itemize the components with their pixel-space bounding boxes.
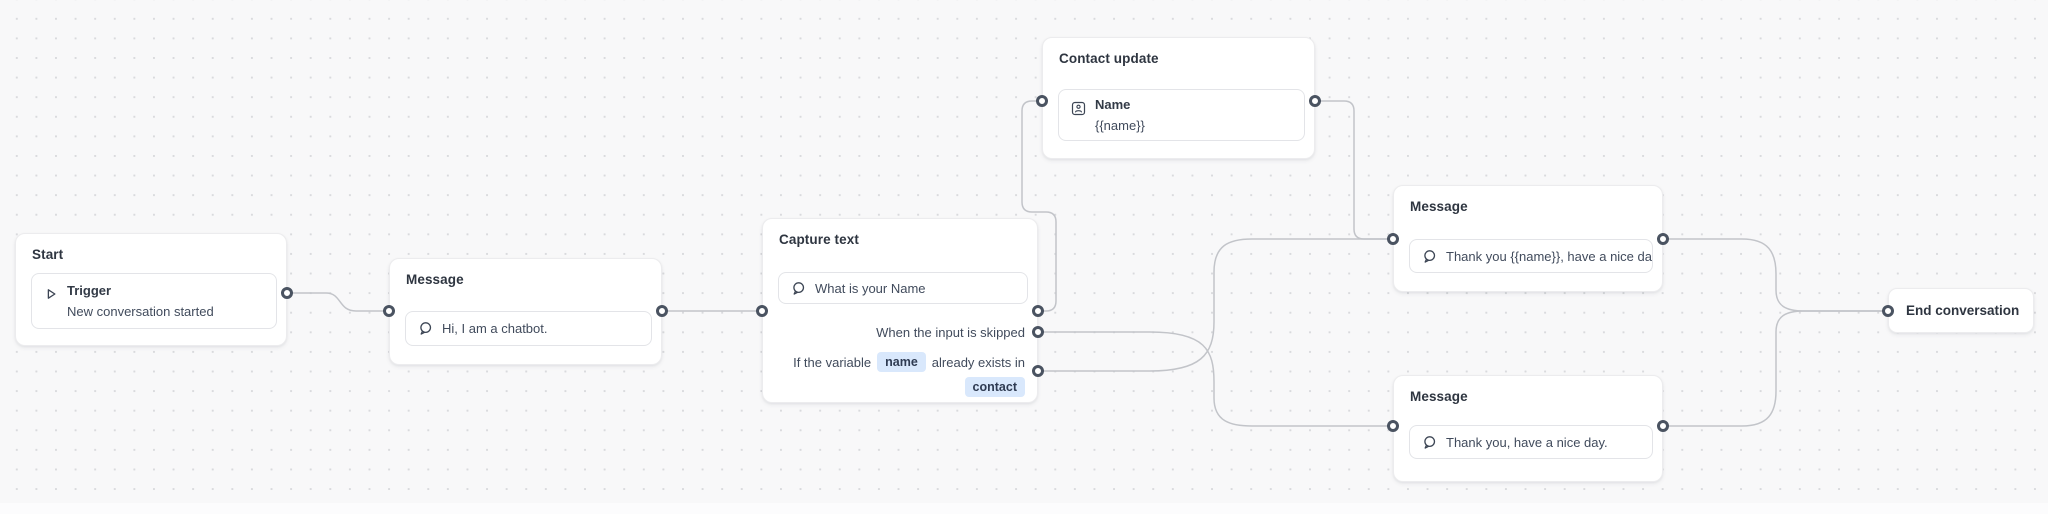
canvas-bottom-edge [0,503,2048,514]
node-start[interactable]: Start Trigger New conversation started [15,233,287,346]
edge-exists-to-message-top [1037,238,1394,372]
chat-bubble-icon [1422,435,1437,450]
contact-card-icon [1071,101,1086,116]
port-capture-input[interactable] [756,305,768,317]
edge-skipped-to-message-bottom [1037,331,1394,427]
port-message-intro-input[interactable] [383,305,395,317]
port-capture-exists-output[interactable] [1032,365,1044,377]
variable-chip[interactable]: name [877,352,926,372]
capture-skipped-row: When the input is skipped [876,325,1025,340]
message-intro-text: Hi, I am a chatbot. [442,321,548,336]
port-start-output[interactable] [281,287,293,299]
trigger-description: New conversation started [67,304,214,319]
port-message-thanks-name-input[interactable] [1387,233,1399,245]
end-conversation-label: End conversation [1906,303,2020,318]
edge-message-top-to-end [1662,238,1889,312]
port-message-thanks-name-output[interactable] [1657,233,1669,245]
exists-prefix: If the variable [793,354,872,370]
message-thanks-text: Thank you, have a nice day. [1446,434,1608,450]
node-contact-update[interactable]: Contact update Name {{name}} [1042,37,1315,159]
capture-exists-row: If the variable name already exists in c… [793,352,1025,397]
node-message-intro[interactable]: Message Hi, I am a chatbot. [389,258,662,365]
node-message-intro-title: Message [406,272,464,287]
contact-field-name: Name [1095,97,1131,112]
edge-message-bottom-to-end [1662,310,1889,427]
port-capture-output[interactable] [1032,305,1044,317]
port-capture-skipped-output[interactable] [1032,326,1044,338]
port-end-input[interactable] [1882,305,1894,317]
port-contact-update-input[interactable] [1036,95,1048,107]
contact-field-value: {{name}} [1095,118,1145,133]
message-thanks-name-text: Thank you {{name}}, have a nice day. [1446,248,1653,264]
node-message-thanks[interactable]: Message Thank you, have a nice day. [1393,375,1663,482]
start-trigger-card[interactable]: Trigger New conversation started [31,273,277,329]
edge-start-to-message [286,292,390,312]
node-message-thanks-title: Message [1410,389,1468,404]
port-message-thanks-output[interactable] [1657,420,1669,432]
capture-question-text: What is your Name [815,280,926,296]
contact-field-card[interactable]: Name {{name}} [1058,89,1305,141]
skipped-label: When the input is skipped [876,325,1025,340]
node-capture-text[interactable]: Capture text What is your Name When the … [762,218,1038,403]
chat-bubble-icon [791,281,806,296]
node-start-title: Start [32,247,64,262]
edge-capture-to-contact-update [1021,100,1057,312]
node-contact-update-title: Contact update [1059,51,1159,66]
trigger-label: Trigger [67,283,112,298]
node-capture-title: Capture text [779,232,859,247]
node-message-thanks-name[interactable]: Message Thank you {{name}}, have a nice … [1393,185,1663,292]
node-message-thanks-name-title: Message [1410,199,1468,214]
chat-bubble-icon [1422,249,1437,264]
port-message-thanks-input[interactable] [1387,420,1399,432]
capture-question-card[interactable]: What is your Name [778,272,1028,304]
node-end-conversation[interactable]: End conversation [1888,288,2034,333]
edge-contact-update-to-message-top [1314,100,1394,240]
message-intro-card[interactable]: Hi, I am a chatbot. [405,311,652,346]
message-thanks-card[interactable]: Thank you, have a nice day. [1409,425,1653,459]
contact-scope-chip[interactable]: contact [964,377,1025,397]
message-thanks-name-card[interactable]: Thank you {{name}}, have a nice day. [1409,239,1653,273]
chat-bubble-icon [418,321,433,336]
port-message-intro-output[interactable] [656,305,668,317]
exists-suffix: already exists in [931,354,1025,370]
play-icon [44,287,58,301]
port-contact-update-output[interactable] [1309,95,1321,107]
